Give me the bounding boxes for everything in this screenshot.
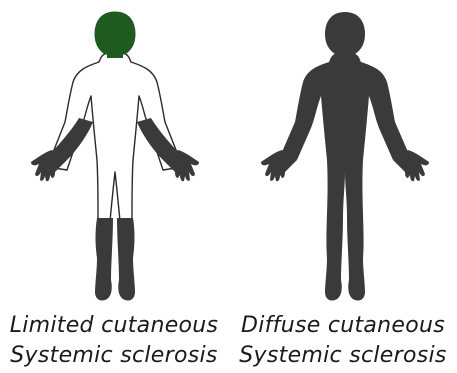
diffuse-caption: Diffuse cutaneous Systemic sclerosis xyxy=(229,311,457,371)
limited-caption-line2: Systemic sclerosis xyxy=(0,341,228,371)
diffuse-head xyxy=(325,12,365,54)
limited-body-diagram xyxy=(5,0,225,310)
diffuse-body-silhouette xyxy=(261,12,429,301)
diffuse-torso xyxy=(282,52,408,301)
diffuse-cutaneous-figure xyxy=(235,0,455,310)
limited-neck xyxy=(107,50,123,58)
limited-head xyxy=(95,12,135,54)
diffuse-caption-line2: Systemic sclerosis xyxy=(229,341,457,371)
limited-right-lower-leg xyxy=(117,218,135,301)
diffuse-caption-line1: Diffuse cutaneous xyxy=(229,311,457,341)
diffuse-body-diagram xyxy=(235,0,455,310)
limited-cutaneous-figure xyxy=(5,0,225,310)
limited-left-lower-leg xyxy=(95,218,113,301)
limited-caption-line1: Limited cutaneous xyxy=(0,311,228,341)
limited-caption: Limited cutaneous Systemic sclerosis xyxy=(0,311,228,371)
